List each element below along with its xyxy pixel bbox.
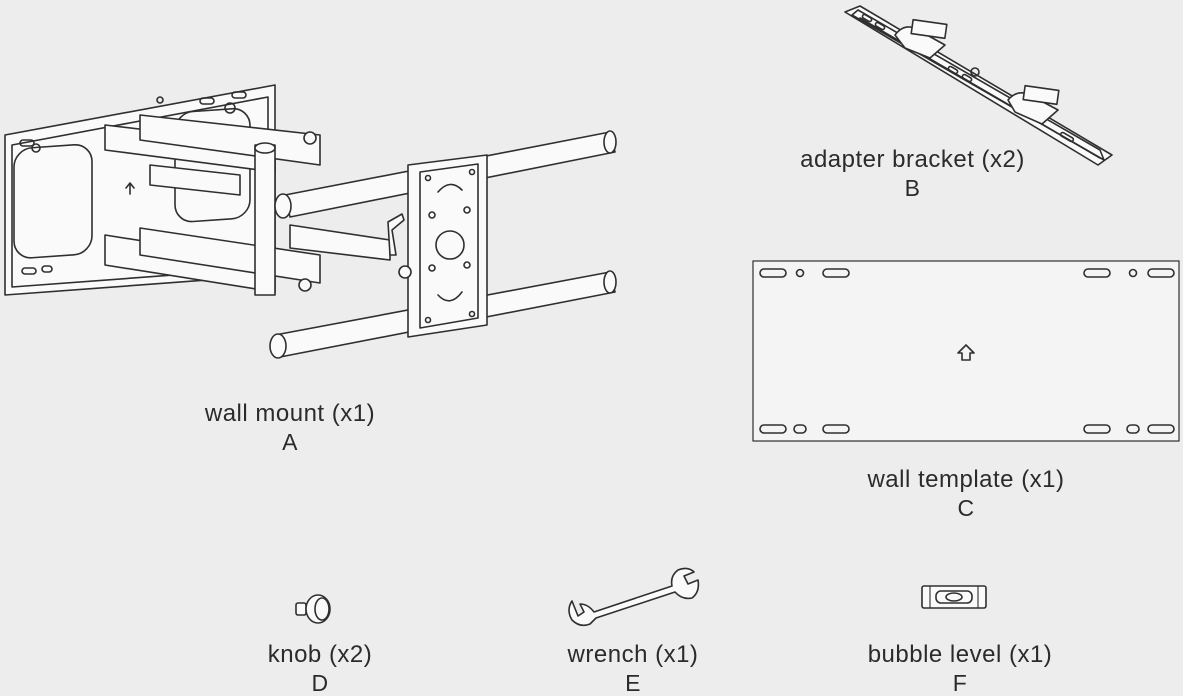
wall-template-letter: C xyxy=(957,495,975,521)
wall-mount-letter: A xyxy=(282,429,298,455)
wall-template-label: wall template (x1) C xyxy=(836,468,1096,520)
adapter-bracket-name: adapter bracket xyxy=(800,146,975,173)
knob-name: knob xyxy=(267,641,322,668)
wrench-letter: E xyxy=(625,670,641,696)
bubble-level-label: bubble level (x1) F xyxy=(840,643,1080,695)
wrench-name: wrench xyxy=(567,641,648,668)
knob-label: knob (x2) D xyxy=(240,643,400,695)
adapter-bracket-label: adapter bracket (x2) B xyxy=(770,148,1055,200)
wall-template-qty: (x1) xyxy=(1021,466,1065,493)
wrench-qty: (x1) xyxy=(655,641,699,668)
knob-qty: (x2) xyxy=(328,641,373,668)
wall-mount-qty: (x1) xyxy=(331,400,376,427)
bubble-level-qty: (x1) xyxy=(1008,641,1053,668)
wall-template-name: wall template xyxy=(867,466,1015,493)
wall-mount-name: wall mount xyxy=(204,400,325,427)
adapter-bracket-qty: (x2) xyxy=(981,146,1025,173)
knob-letter: D xyxy=(311,670,329,696)
adapter-bracket-letter: B xyxy=(904,175,921,201)
wrench-label: wrench (x1) E xyxy=(548,643,718,695)
wall-mount-label: wall mount (x1) A xyxy=(180,402,400,454)
bubble-level-letter: F xyxy=(952,670,968,696)
bubble-level-name: bubble level xyxy=(867,641,1002,668)
